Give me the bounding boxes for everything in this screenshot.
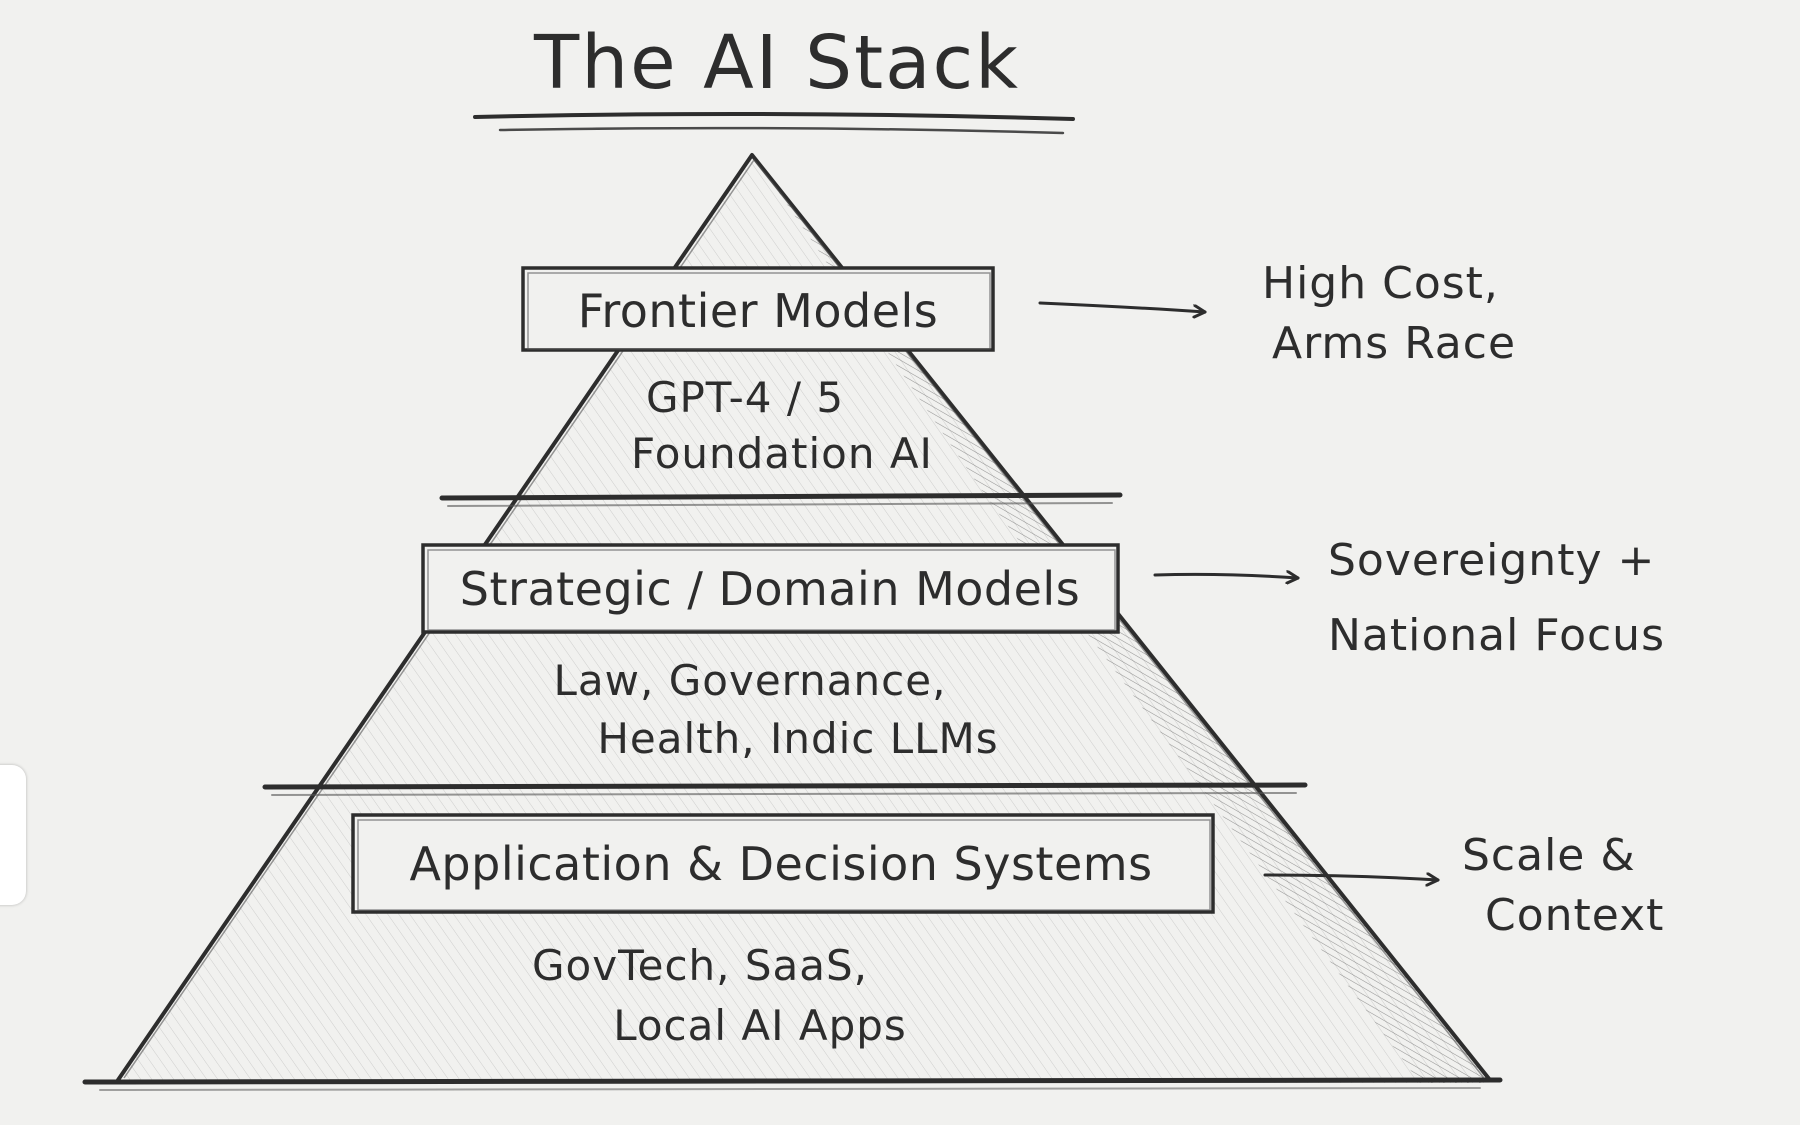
title-underline-second xyxy=(498,126,1065,135)
tier-detail-line: Foundation AI xyxy=(631,429,933,478)
tier-label-box xyxy=(421,543,1120,634)
tier-divider-bottom-sketch xyxy=(271,792,1297,796)
note-line: Arms Race xyxy=(1272,318,1516,369)
arrow-strategic-note xyxy=(1153,574,1300,578)
title-underline xyxy=(473,111,1075,121)
tier-label: Frontier Models xyxy=(578,284,939,338)
tier-label: Application & Decision Systems xyxy=(409,837,1152,891)
tier-divider-top xyxy=(439,492,1123,501)
tier-label-box-sketch xyxy=(357,819,1211,911)
pyramid-base-line xyxy=(82,1077,1503,1085)
tier-detail-line: Health, Indic LLMs xyxy=(597,714,998,763)
tier-detail-line: Local AI Apps xyxy=(613,1001,907,1050)
tier-label-box xyxy=(351,813,1215,914)
pyramid-base-line-sketch xyxy=(99,1087,1481,1091)
tier-label: Strategic / Domain Models xyxy=(460,562,1080,616)
tier-application: Application & Decision Systems GovTech, … xyxy=(351,813,1215,1050)
note-line: National Focus xyxy=(1328,610,1665,661)
note-line: Context xyxy=(1485,890,1664,941)
tier-frontier: Frontier Models GPT-4 / 5 Foundation AI xyxy=(521,266,995,478)
tier-label-box xyxy=(521,266,995,352)
tier-label-box-sketch xyxy=(527,272,991,350)
arrow-frontier-note xyxy=(1038,301,1207,312)
tier-divider-top-sketch xyxy=(447,502,1113,507)
arrow-application-note xyxy=(1263,875,1440,880)
tier-detail-line: GPT-4 / 5 xyxy=(646,373,844,422)
tier-detail-line: GovTech, SaaS, xyxy=(532,941,868,990)
tier-divider-bottom xyxy=(262,782,1308,790)
pyramid-outline xyxy=(116,153,1492,1082)
note-line: High Cost, xyxy=(1262,258,1499,309)
tier-label-box-sketch xyxy=(427,549,1116,631)
note-line: Scale & xyxy=(1462,830,1636,881)
pyramid-outline-sketch xyxy=(123,158,1485,1079)
note-line: Sovereignty + xyxy=(1328,535,1655,586)
tier-strategic: Strategic / Domain Models Law, Governanc… xyxy=(421,543,1120,763)
tier-detail-line: Law, Governance, xyxy=(554,656,947,705)
diagram-title: The AI Stack xyxy=(533,20,1020,106)
scroll-handle[interactable] xyxy=(0,765,26,905)
